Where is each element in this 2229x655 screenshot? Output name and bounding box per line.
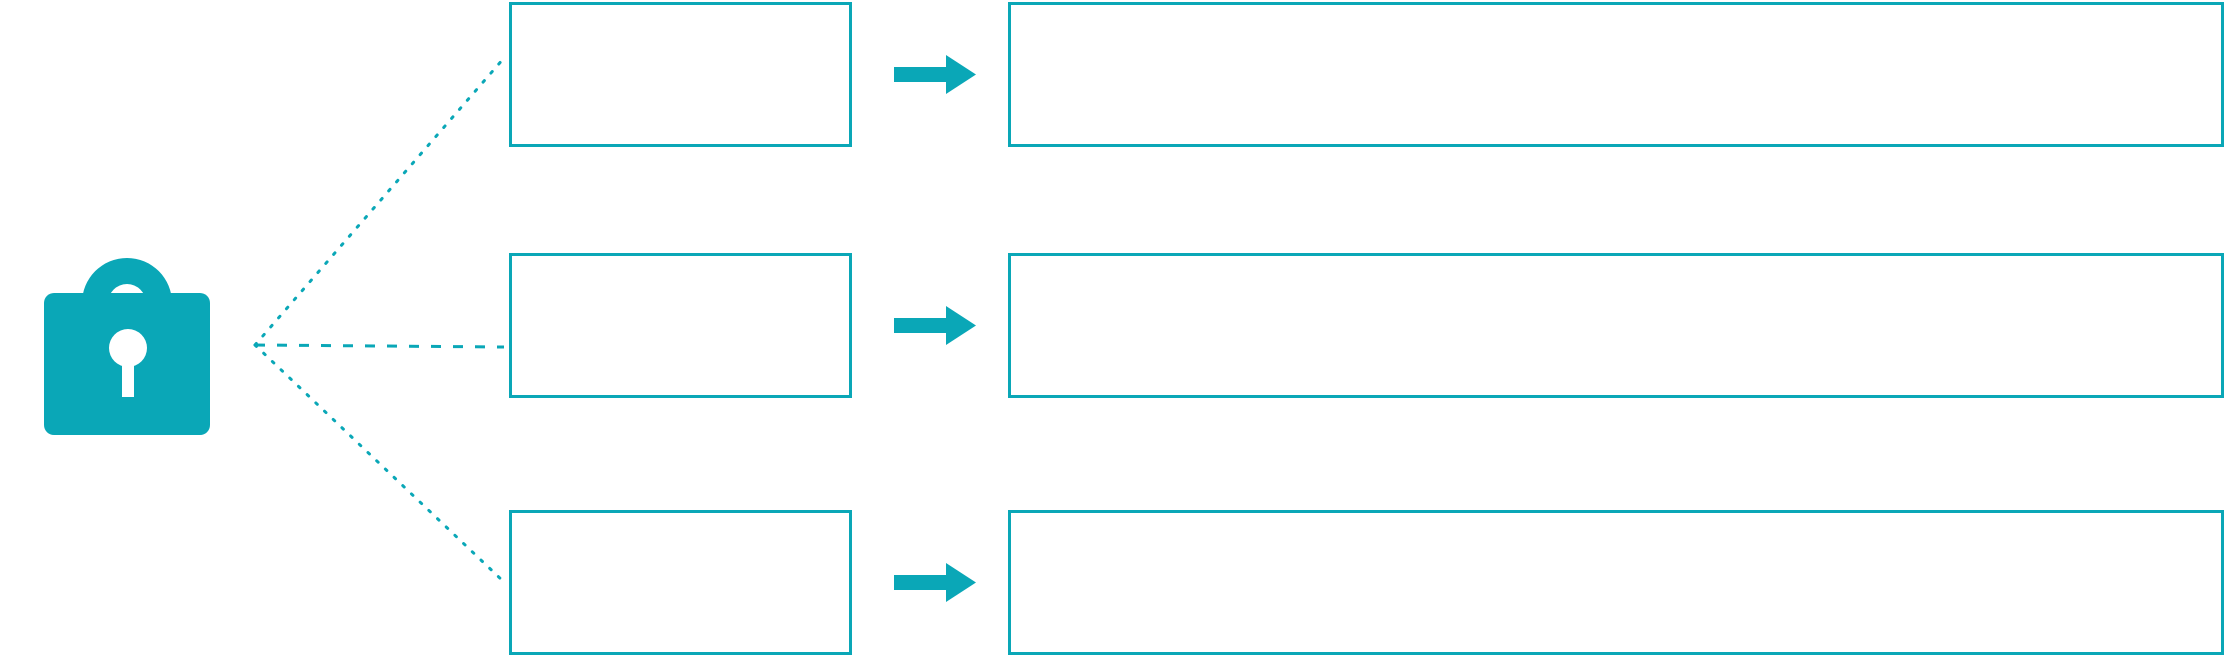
cause-box-label bbox=[512, 256, 849, 276]
arrow-right-icon bbox=[894, 55, 976, 94]
effect-box[interactable] bbox=[1008, 2, 2224, 147]
lock-icon bbox=[30, 205, 225, 450]
cause-box[interactable] bbox=[509, 510, 852, 655]
cause-box-label bbox=[512, 513, 849, 533]
cause-box-label bbox=[512, 5, 849, 25]
flow-row bbox=[0, 2, 2229, 147]
flow-row bbox=[0, 253, 2229, 398]
cause-box[interactable] bbox=[509, 253, 852, 398]
flow-row bbox=[0, 510, 2229, 655]
cause-box[interactable] bbox=[509, 2, 852, 147]
effect-box[interactable] bbox=[1008, 253, 2224, 398]
effect-box-label bbox=[1011, 513, 2221, 533]
arrow-right-icon bbox=[894, 563, 976, 602]
effect-box[interactable] bbox=[1008, 510, 2224, 655]
arrow-right-icon bbox=[894, 306, 976, 345]
effect-box-label bbox=[1011, 5, 2221, 25]
effect-box-label bbox=[1011, 256, 2221, 276]
